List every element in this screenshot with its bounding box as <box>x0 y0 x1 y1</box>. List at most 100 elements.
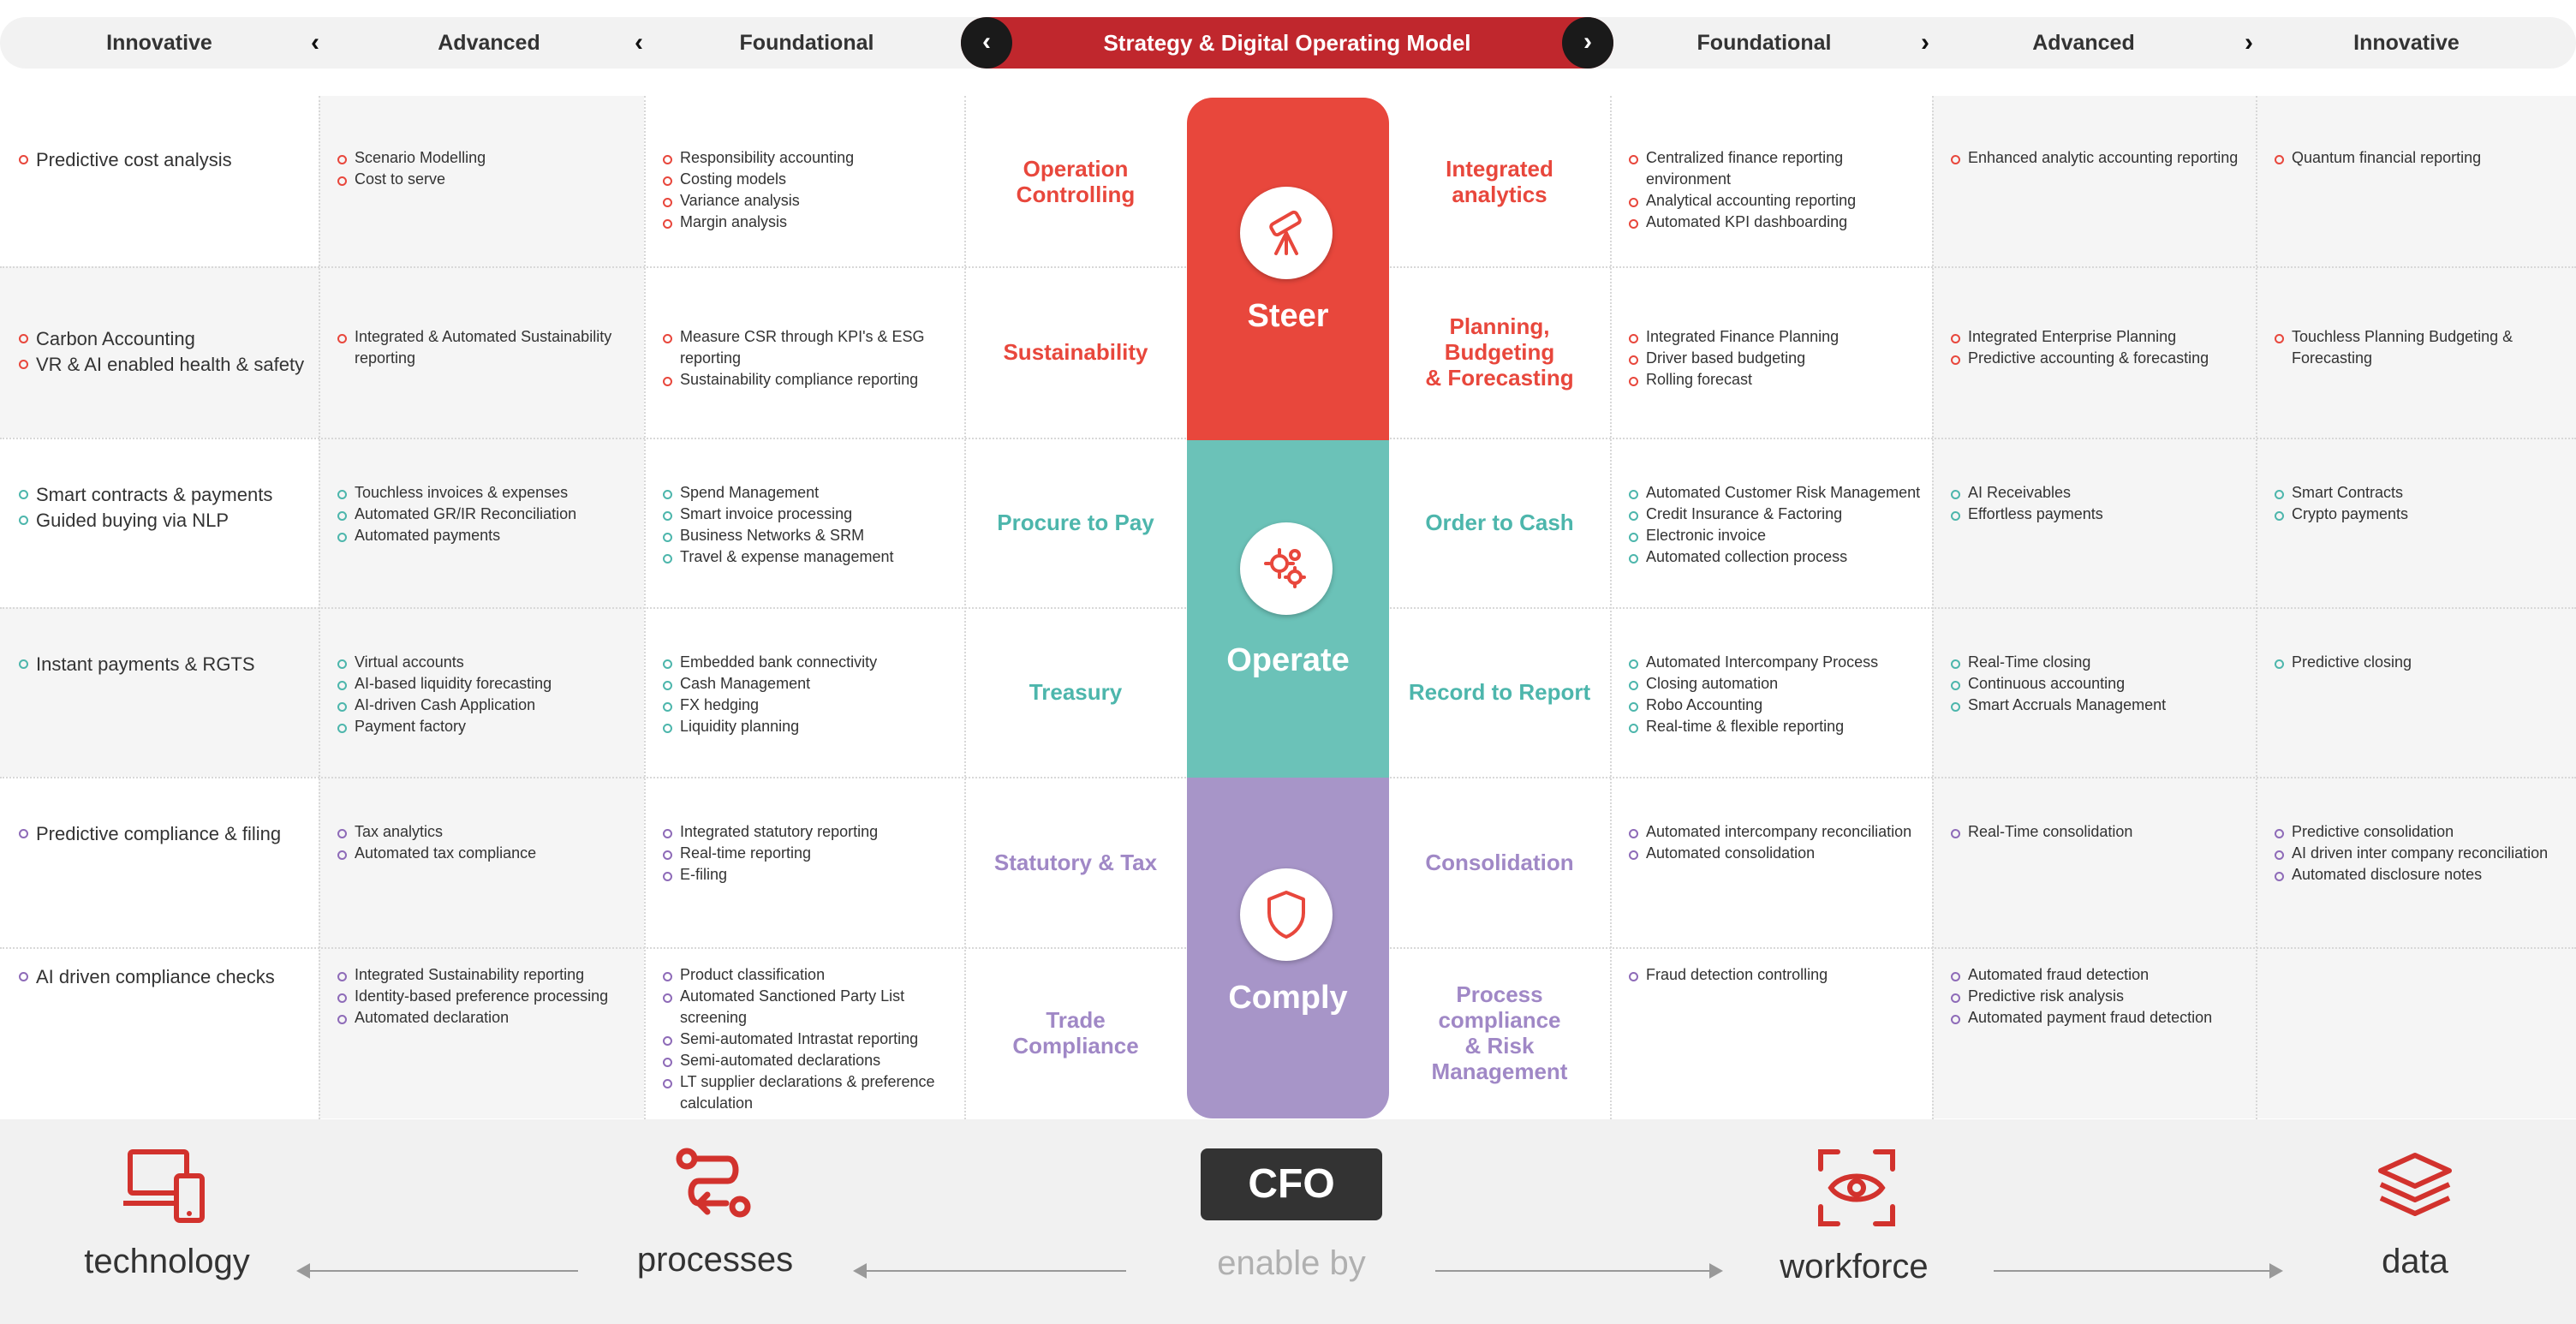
capability-item: Integrated Finance Planning <box>1627 326 1923 348</box>
capability-item: Rolling forecast <box>1627 369 1923 391</box>
capability-item: Automated Sanctioned Party List screenin… <box>661 986 956 1029</box>
tier-header: Innovative ‹ Advanced ‹ Foundational ‹ S… <box>0 17 2576 69</box>
chevron-left-icon[interactable]: ‹ <box>311 28 319 57</box>
capability-item: Automated collection process <box>1627 546 1923 568</box>
process-label-left[interactable]: Treasury <box>1029 679 1123 705</box>
arrow-right-icon <box>1435 1263 1723 1279</box>
capability-item: Guided buying via NLP <box>17 508 310 534</box>
process-label-right[interactable]: Order to Cash <box>1425 510 1574 535</box>
capability-item: Semi-automated declarations <box>661 1050 956 1071</box>
capability-item: Integrated Enterprise Planning <box>1949 326 2247 348</box>
capability-item: Crypto payments <box>2273 504 2567 525</box>
tier-left-innovative[interactable]: Innovative <box>106 31 212 55</box>
center-title: Strategy & Digital Operating Model <box>1103 30 1471 56</box>
process-icon <box>673 1145 755 1232</box>
capability-list: AI driven compliance checks <box>17 964 310 990</box>
capability-item: Automated tax compliance <box>336 843 635 864</box>
capability-item: Analytical accounting reporting <box>1627 190 1923 212</box>
chevron-left-icon[interactable]: ‹ <box>635 28 643 57</box>
process-label-right[interactable]: Integrated analytics <box>1446 155 1553 207</box>
capability-item: AI driven compliance checks <box>17 964 310 990</box>
process-label-right[interactable]: Process compliance & Risk Management <box>1431 981 1568 1084</box>
process-label-right[interactable]: Consolidation <box>1425 849 1574 875</box>
capability-item: AI driven inter company reconciliation <box>2273 843 2567 864</box>
arrow-right-icon <box>1994 1263 2283 1279</box>
process-label-left[interactable]: Sustainability <box>1003 339 1148 365</box>
capability-item: Semi-automated Intrastat reporting <box>661 1029 956 1050</box>
chevron-right-icon[interactable]: › <box>2245 28 2253 57</box>
capability-item: Product classification <box>661 964 956 986</box>
capability-item: Credit Insurance & Factoring <box>1627 504 1923 525</box>
capability-item: Touchless Planning Budgeting & Forecasti… <box>2273 326 2567 369</box>
capability-item: Real-Time closing <box>1949 652 2247 673</box>
capability-item: Integrated Sustainability reporting <box>336 964 635 986</box>
capability-list: Predictive compliance & filing <box>17 821 310 847</box>
process-label-left[interactable]: Statutory & Tax <box>993 849 1158 875</box>
strategy-operating-model-tab[interactable]: ‹ Strategy & Digital Operating Model › <box>961 17 1613 69</box>
capability-item: AI Receivables <box>1949 482 2247 504</box>
telescope-icon <box>1240 187 1333 279</box>
capability-item: AI-based liquidity forecasting <box>336 673 635 695</box>
capability-item: Tax analytics <box>336 821 635 843</box>
chevron-right-icon[interactable]: › <box>1921 28 1929 57</box>
capability-item: Automated declaration <box>336 1007 635 1029</box>
tier-right-innovative[interactable]: Innovative <box>2353 31 2460 55</box>
capability-item: Real-time reporting <box>661 843 956 864</box>
capability-cell: Enhanced analytic accounting reporting <box>1932 96 2256 266</box>
capability-item: Automated Customer Risk Management <box>1627 482 1923 504</box>
capability-item: Predictive consolidation <box>2273 821 2567 843</box>
process-label-left[interactable]: Procure to Pay <box>997 510 1154 535</box>
capability-item: Business Networks & SRM <box>661 525 956 546</box>
capability-item: Instant payments & RGTS <box>17 652 310 677</box>
capability-item: Predictive risk analysis <box>1949 986 2247 1007</box>
capability-item: Smart Contracts <box>2273 482 2567 504</box>
process-label-right[interactable]: Planning, Budgeting & Forecasting <box>1425 313 1574 391</box>
capability-item: Centralized finance reporting environmen… <box>1627 147 1923 190</box>
capability-item: Predictive accounting & forecasting <box>1949 348 2247 369</box>
capability-cell <box>2256 947 2576 1118</box>
capability-item: Electronic invoice <box>1627 525 1923 546</box>
capability-item: Embedded bank connectivity <box>661 652 956 673</box>
tier-right-advanced[interactable]: Advanced <box>2032 31 2135 55</box>
process-label-left[interactable]: Trade Compliance <box>1012 1007 1139 1059</box>
arrow-left-icon <box>853 1263 1126 1279</box>
capability-item: Smart invoice processing <box>661 504 956 525</box>
pillar-operate[interactable]: Operate <box>1187 440 1389 778</box>
capability-item: Predictive cost analysis <box>17 147 310 173</box>
tier-left-advanced[interactable]: Advanced <box>438 31 540 55</box>
tier-left-foundational[interactable]: Foundational <box>739 31 874 55</box>
pillar-label: Operate <box>1226 642 1350 678</box>
process-label-left[interactable]: Operation Controlling <box>1016 155 1136 207</box>
pillar-comply[interactable]: Comply <box>1187 778 1389 1118</box>
enable-by-label: enable by <box>1217 1244 1366 1282</box>
capability-item: Smart contracts & payments <box>17 482 310 508</box>
process-label-right[interactable]: Record to Report <box>1408 679 1591 705</box>
shield-icon <box>1240 868 1333 961</box>
chevron-right-icon[interactable]: › <box>1562 17 1613 69</box>
tier-right-foundational[interactable]: Foundational <box>1696 31 1832 55</box>
capability-item: Variance analysis <box>661 190 956 212</box>
capability-item: Responsibility accounting <box>661 147 956 169</box>
pillar-steer[interactable]: Steer <box>1187 98 1389 440</box>
chevron-left-icon[interactable]: ‹ <box>961 17 1012 69</box>
arrow-left-icon <box>296 1263 578 1279</box>
capability-item: Automated fraud detection <box>1949 964 2247 986</box>
capability-item: Predictive closing <box>2273 652 2567 673</box>
